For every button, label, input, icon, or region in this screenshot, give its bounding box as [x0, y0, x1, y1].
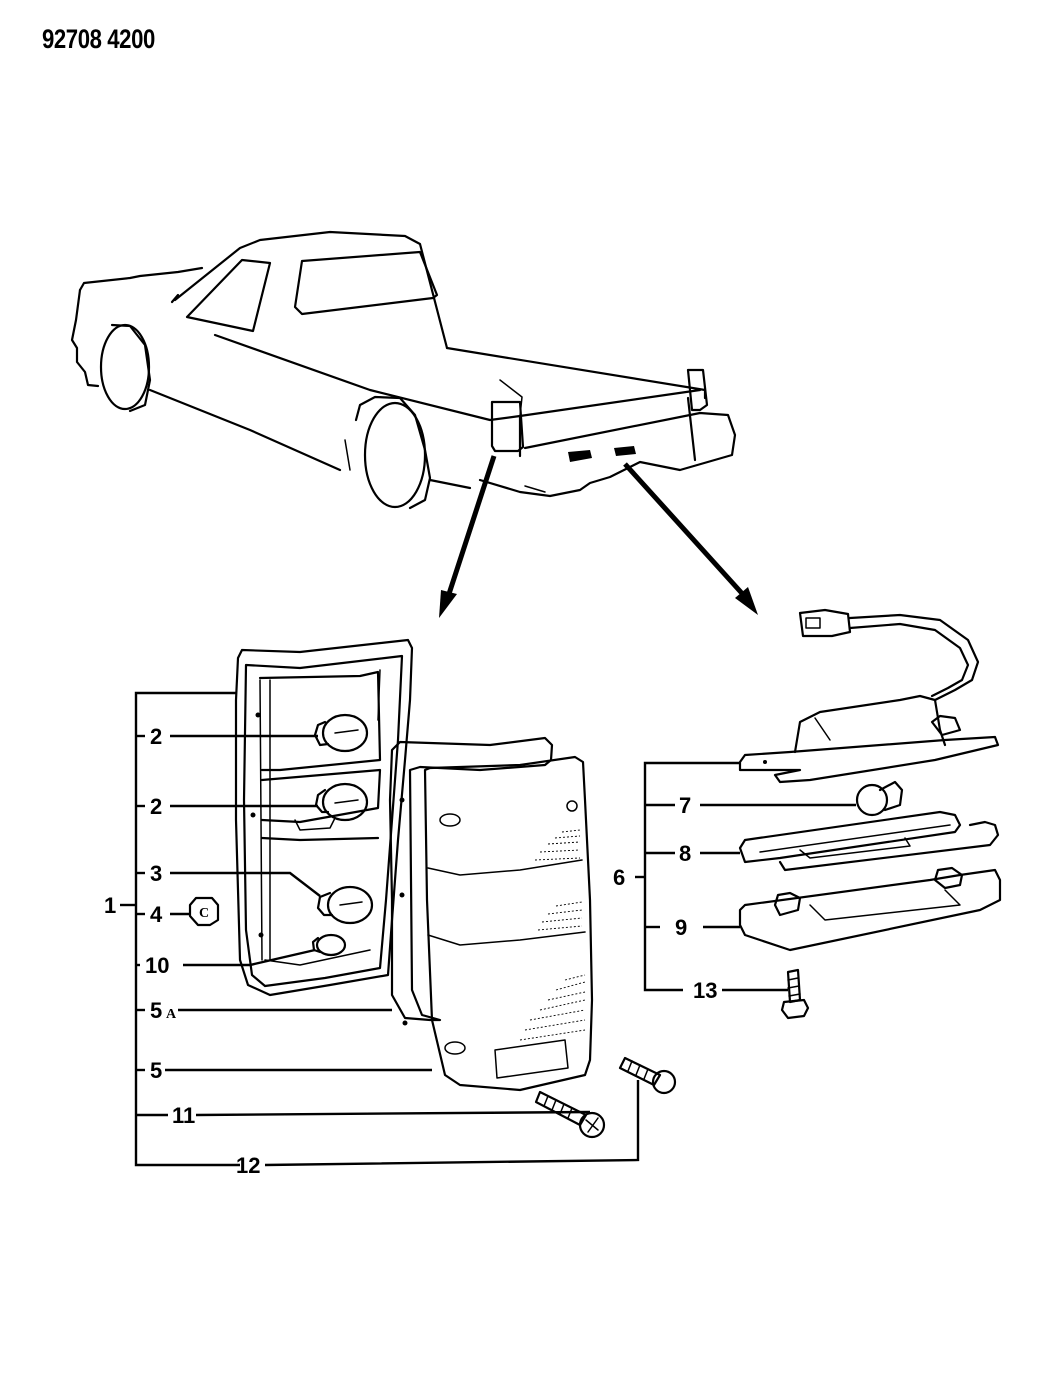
- callout-4: 4: [150, 902, 163, 927]
- callout-2-lower: 2: [150, 794, 162, 819]
- callout-13: 13: [693, 978, 717, 1003]
- callout-10: 10: [145, 953, 169, 978]
- arrow-to-license-lamp: [623, 462, 750, 602]
- callout-2-upper: 2: [150, 724, 162, 749]
- lens-gasket-5a: [388, 736, 554, 1026]
- base-part-9: [738, 866, 1002, 952]
- pointer-arrows: [439, 455, 758, 618]
- screw-part-11: [534, 1090, 606, 1139]
- bulb-icon: [313, 713, 369, 753]
- lens-part-8: [738, 810, 1000, 872]
- pickup-truck-illustration: [70, 230, 737, 510]
- lens-texture: [519, 829, 586, 1041]
- license-plate-lamp: [738, 608, 1000, 784]
- socket-part-4: C: [188, 896, 220, 927]
- callout-8: 8: [679, 841, 691, 866]
- diagram-reference-number: 92708 4200: [42, 24, 155, 54]
- callout-6: 6: [613, 865, 625, 890]
- bulb-icon: [316, 885, 374, 925]
- arrow-to-tail-lamp: [444, 455, 497, 601]
- callout-7: 7: [679, 793, 691, 818]
- callout-11: 11: [172, 1103, 195, 1128]
- socket-letter: C: [199, 906, 209, 921]
- screw-part-12: [618, 1056, 677, 1095]
- callout-12: 12: [236, 1153, 260, 1178]
- arrow-head-icon: [439, 590, 457, 618]
- callout-labels: 1 2 2 3 4 10 5 A 5 11 12 6 7 8 9 13: [104, 724, 717, 1178]
- bolt-part-13: [780, 968, 810, 1020]
- leader-lines: [120, 691, 856, 1167]
- arrow-head-icon: [735, 587, 758, 615]
- callout-5: 5: [150, 1058, 162, 1083]
- callout-5a: 5: [150, 998, 162, 1023]
- callout-3: 3: [150, 861, 162, 886]
- small-bulb-icon: [311, 933, 347, 957]
- lens-part-5: [423, 755, 594, 1092]
- callout-1: 1: [104, 893, 116, 918]
- bulb-part-7: [855, 780, 904, 817]
- callout-9: 9: [675, 915, 687, 940]
- callout-5a-suffix: A: [166, 1007, 177, 1022]
- rear-combination-lamp-housing: [234, 638, 414, 997]
